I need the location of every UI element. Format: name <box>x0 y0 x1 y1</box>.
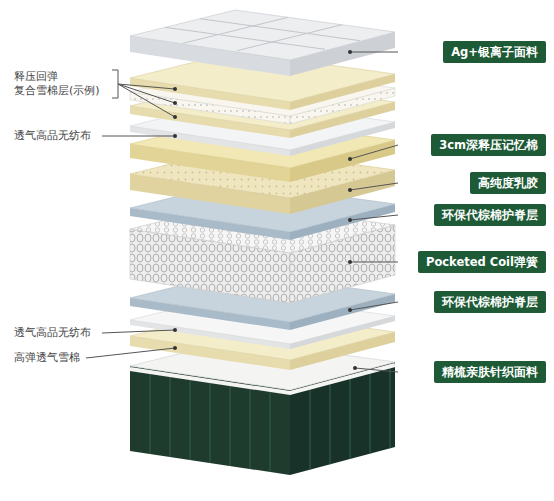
callout-box: Pocketed Coil弹簧 <box>418 251 546 273</box>
part-label: 高弹透气雪棉 <box>14 351 110 365</box>
callout-box: 环保代棕棉护脊层 <box>434 204 546 226</box>
callout-box: 环保代棕棉护脊层 <box>434 291 546 313</box>
quilted-top-layer <box>200 19 360 41</box>
base-layer <box>250 384 251 469</box>
leader-line <box>350 183 398 190</box>
callout-text: 环保代棕棉护脊层 <box>442 208 538 222</box>
leader-dot <box>348 188 352 192</box>
part-label-box: 释压回弹 复合雪棉层(示例) <box>14 70 110 98</box>
callout-text: 3cm深释压记忆棉 <box>439 138 538 152</box>
leader-dot <box>348 218 352 222</box>
leader-dot <box>173 101 177 105</box>
leader-dot <box>353 366 357 370</box>
leader-dot <box>348 157 352 161</box>
part-label-box: 透气高品无纺布 <box>14 326 110 340</box>
part-label: 透气高品无纺布 <box>14 129 110 143</box>
leader-line <box>350 145 398 159</box>
callout-box: 3cm深释压记忆棉 <box>431 134 546 156</box>
base-layer <box>310 385 311 470</box>
base-layer <box>390 363 391 448</box>
part-label-box: 透气高品无纺布 <box>14 129 110 143</box>
quilted-top-layer <box>130 10 395 76</box>
leader-dot <box>348 308 352 312</box>
leader-line <box>350 52 398 53</box>
leader-dot <box>348 50 357 370</box>
callout-text: 高纯度乳胶 <box>478 176 538 190</box>
callout-text: Pocketed Coil弹簧 <box>426 255 538 269</box>
base-layer <box>190 375 191 460</box>
quilted-top-layer <box>183 17 288 43</box>
part-label: 释压回弹 复合雪棉层(示例) <box>14 70 110 98</box>
leader-line <box>102 136 175 137</box>
base-layer <box>370 369 371 454</box>
leader-dot <box>173 134 177 138</box>
leader-line <box>86 70 175 358</box>
leader-dot <box>348 260 352 264</box>
leader-dot <box>173 87 177 350</box>
callout-text: 环保代棕棉护脊层 <box>442 295 538 309</box>
part-label-box: 高弹透气雪棉 <box>14 351 110 365</box>
quilted-top-layer <box>165 17 360 50</box>
part-label: 透气高品无纺布 <box>14 326 110 340</box>
leader-dot <box>348 50 352 54</box>
leader-line <box>355 368 398 372</box>
leader-line <box>118 84 175 117</box>
base-layer <box>170 372 171 457</box>
leader-dot <box>173 115 177 119</box>
callout-text: Ag+银离子面料 <box>451 45 538 59</box>
callout-box: 精梳亲肤针织面料 <box>434 361 546 383</box>
base-layer <box>270 387 271 472</box>
leader-line <box>350 52 398 372</box>
base-layer <box>330 379 331 464</box>
base-layer <box>150 369 151 454</box>
leader-line <box>112 70 118 98</box>
leader-line <box>86 348 175 358</box>
leader-line <box>350 215 398 220</box>
base-layer <box>210 378 211 463</box>
quilted-top-layer <box>165 27 325 49</box>
base-layer <box>350 374 351 459</box>
callout-box: 高纯度乳胶 <box>470 172 546 194</box>
leader-line <box>350 302 398 310</box>
leader-dot <box>173 328 177 332</box>
leader-dot <box>173 87 177 91</box>
leader-line <box>350 262 398 263</box>
callout-text: 精梳亲肤针织面料 <box>442 365 538 379</box>
base-layer <box>230 381 231 466</box>
quilted-top-layer <box>237 25 342 51</box>
callout-box: Ag+银离子面料 <box>443 41 546 63</box>
leader-dot <box>173 346 177 350</box>
leader-line <box>102 330 175 333</box>
